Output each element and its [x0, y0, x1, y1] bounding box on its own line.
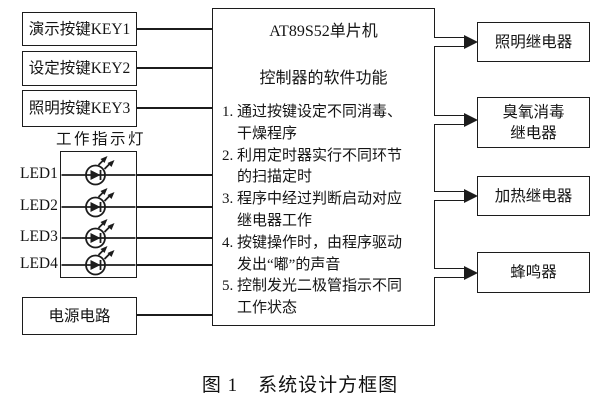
function-item-line1: 3. 程序中经过判断启动对应	[222, 191, 403, 208]
box-key1-label: 演示按键KEY1	[28, 20, 131, 38]
box-key1: 演示按键KEY1	[22, 12, 137, 46]
function-item-line1: 1. 通过按键设定不同消毒、	[222, 104, 403, 120]
function-item-line2: 工作状态	[237, 300, 298, 317]
box-buzzer-label: 蜂鸣器	[510, 264, 557, 281]
hollow-right-arrow-head-icon	[464, 188, 478, 203]
function-item-line2: 继电器工作	[237, 212, 313, 229]
hollow-right-arrow-icon	[434, 191, 467, 201]
connector-line-led4	[136, 264, 212, 266]
led-diode-icon	[61, 156, 136, 186]
function-item-line2: 干燥程序	[237, 125, 298, 142]
function-item-line1: 2. 利用定时器实行不同环节	[222, 147, 403, 164]
function-item: 1. 通过按键设定不同消毒、 干燥程序	[222, 102, 430, 146]
hollow-right-arrow-head-icon	[464, 112, 478, 127]
connector-line-key2	[137, 67, 212, 69]
box-ozone-relay-label: 臭氧消毒	[502, 103, 565, 121]
led2-label: LED2	[20, 197, 58, 214]
box-key3-label: 照明按键KEY3	[28, 100, 131, 117]
box-power-label: 电源电路	[48, 307, 111, 325]
box-controller: AT89S52单片机 控制器的软件功能 1. 通过按键设定不同消毒、 干燥程序 …	[212, 8, 435, 326]
box-lighting-relay: 照明继电器	[477, 22, 590, 62]
hollow-right-arrow-icon	[434, 37, 467, 47]
function-item: 5. 控制发光二极管指示不同 工作状态	[222, 276, 430, 320]
box-key3: 照明按键KEY3	[22, 90, 137, 127]
function-item: 4. 按键操作时，由程序驱动 发出“嘟”的声音	[222, 233, 430, 277]
box-heater-relay-label: 加热继电器	[494, 187, 573, 205]
indicator-panel-title: 工作指示灯	[56, 131, 147, 148]
led-diode-icon	[61, 246, 136, 276]
box-key2-label: 设定按键KEY2	[28, 60, 131, 77]
connector-line-key3	[137, 107, 212, 109]
connector-line-key1	[137, 28, 212, 30]
controller-subtitle: 控制器的软件功能	[259, 70, 388, 87]
function-item-line1: 4. 按键操作时，由程序驱动	[222, 234, 403, 251]
box-buzzer: 蜂鸣器	[477, 252, 590, 293]
connector-line-power	[137, 314, 212, 316]
hollow-right-arrow-icon	[434, 115, 467, 125]
function-item-line1: 5. 控制发光二极管指示不同	[222, 278, 403, 295]
box-power: 电源电路	[22, 297, 137, 335]
hollow-right-arrow-head-icon	[464, 34, 478, 49]
box-key2: 设定按键KEY2	[22, 51, 137, 86]
figure-caption: 图 1 系统设计方框图	[201, 375, 399, 396]
function-item-line2: 发出“嘟”的声音	[237, 256, 341, 273]
led3-label: LED3	[20, 228, 58, 245]
led-diode-icon	[61, 219, 136, 249]
box-heater-relay: 加热继电器	[477, 176, 590, 216]
box-ozone-relay-label2: 继电器	[510, 124, 557, 142]
connector-line-led2	[136, 206, 212, 208]
controller-function-list: 1. 通过按键设定不同消毒、 干燥程序 2. 利用定时器实行不同环节 的扫描定时…	[213, 102, 434, 320]
led4-label: LED4	[20, 255, 58, 272]
controller-title: AT89S52单片机	[269, 23, 378, 40]
hollow-right-arrow-head-icon	[464, 265, 478, 280]
led-diode-icon	[61, 188, 136, 218]
box-ozone-relay: 臭氧消毒 继电器	[477, 97, 590, 148]
hollow-right-arrow-icon	[434, 268, 467, 278]
box-lighting-relay-label: 照明继电器	[494, 33, 573, 51]
function-item: 3. 程序中经过判断启动对应 继电器工作	[222, 189, 430, 233]
function-item-line2: 的扫描定时	[237, 169, 313, 186]
connector-line-led3	[136, 237, 212, 239]
function-item: 2. 利用定时器实行不同环节 的扫描定时	[222, 146, 430, 190]
led1-label: LED1	[20, 165, 58, 182]
connector-line-led1	[136, 174, 212, 176]
